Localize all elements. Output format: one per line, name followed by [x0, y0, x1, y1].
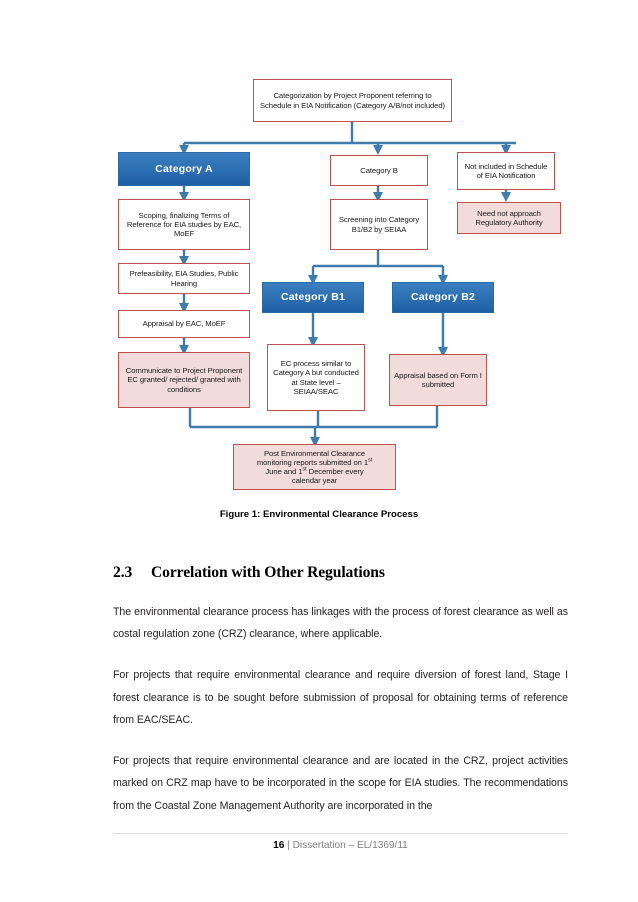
node-category-b: Category B — [330, 155, 428, 186]
node-categorization: Categorization by Project Proponent refe… — [253, 79, 452, 122]
footer-text: 16 | Dissertation – EL/1369/11 — [113, 840, 568, 851]
page-footer: 16 | Dissertation – EL/1369/11 — [113, 833, 568, 851]
node-category-b1: Category B1 — [262, 282, 364, 313]
paragraph-3: For projects that require environmental … — [113, 755, 568, 812]
node-category-a: Category A — [118, 152, 250, 186]
document-body: 2.3 Correlation with Other Regulations T… — [113, 564, 568, 817]
node-need-not-approach: Need not approach Regulatory Authority — [457, 202, 561, 234]
node-post-environmental-clearance: Post Environmental Clearance monitoring … — [233, 444, 396, 490]
post-ec-sup-1: st — [368, 457, 373, 464]
node-category-b2: Category B2 — [392, 282, 494, 313]
node-scoping: Scoping, finalizing Terms of Reference f… — [118, 199, 250, 250]
node-ec-process-b1: EC process similar to Category A but con… — [267, 344, 365, 411]
paragraph-1: The environmental clearance process has … — [113, 606, 568, 641]
node-appraisal-eac: Appraisal by EAC, MoEF — [118, 310, 250, 338]
post-ec-sup-2: st — [302, 466, 307, 473]
post-ec-line-1: Post Environmental Clearance — [263, 448, 366, 458]
section-title: Correlation with Other Regulations — [151, 564, 385, 581]
footer-label: Dissertation – EL/1369/11 — [292, 840, 408, 851]
node-not-included: Not included in Schedule of EIA Notifica… — [457, 152, 555, 190]
flowchart-figure: Categorization by Project Proponent refe… — [118, 79, 561, 490]
node-appraisal-b2: Appraisal based on Form I submitted — [389, 354, 487, 406]
footer-page-number: 16 — [273, 840, 285, 851]
section-number: 2.3 — [113, 564, 133, 581]
section-heading: 2.3 Correlation with Other Regulations — [113, 564, 568, 582]
footer-separator: | — [287, 840, 290, 851]
post-ec-line-3b: December every — [306, 467, 364, 476]
post-ec-line-4: calendar year — [291, 476, 338, 486]
node-prefeasibility: Prefeasibility, EIA Studies, Public Hear… — [118, 263, 250, 294]
paragraph-2: For projects that require environmental … — [113, 669, 568, 726]
post-ec-line-2: monitoring reports submitted on 1 — [256, 457, 369, 467]
flowchart-connectors — [178, 122, 516, 448]
footer-divider — [113, 833, 568, 834]
figure-caption: Figure 1: Environmental Clearance Proces… — [219, 509, 419, 520]
node-communicate-to-proponent: Communicate to Project Proponent EC gran… — [118, 352, 250, 408]
node-screening: Screening into Category B1/B2 by SEIAA — [330, 199, 428, 250]
post-ec-line-3a: June and 1 — [265, 467, 303, 476]
